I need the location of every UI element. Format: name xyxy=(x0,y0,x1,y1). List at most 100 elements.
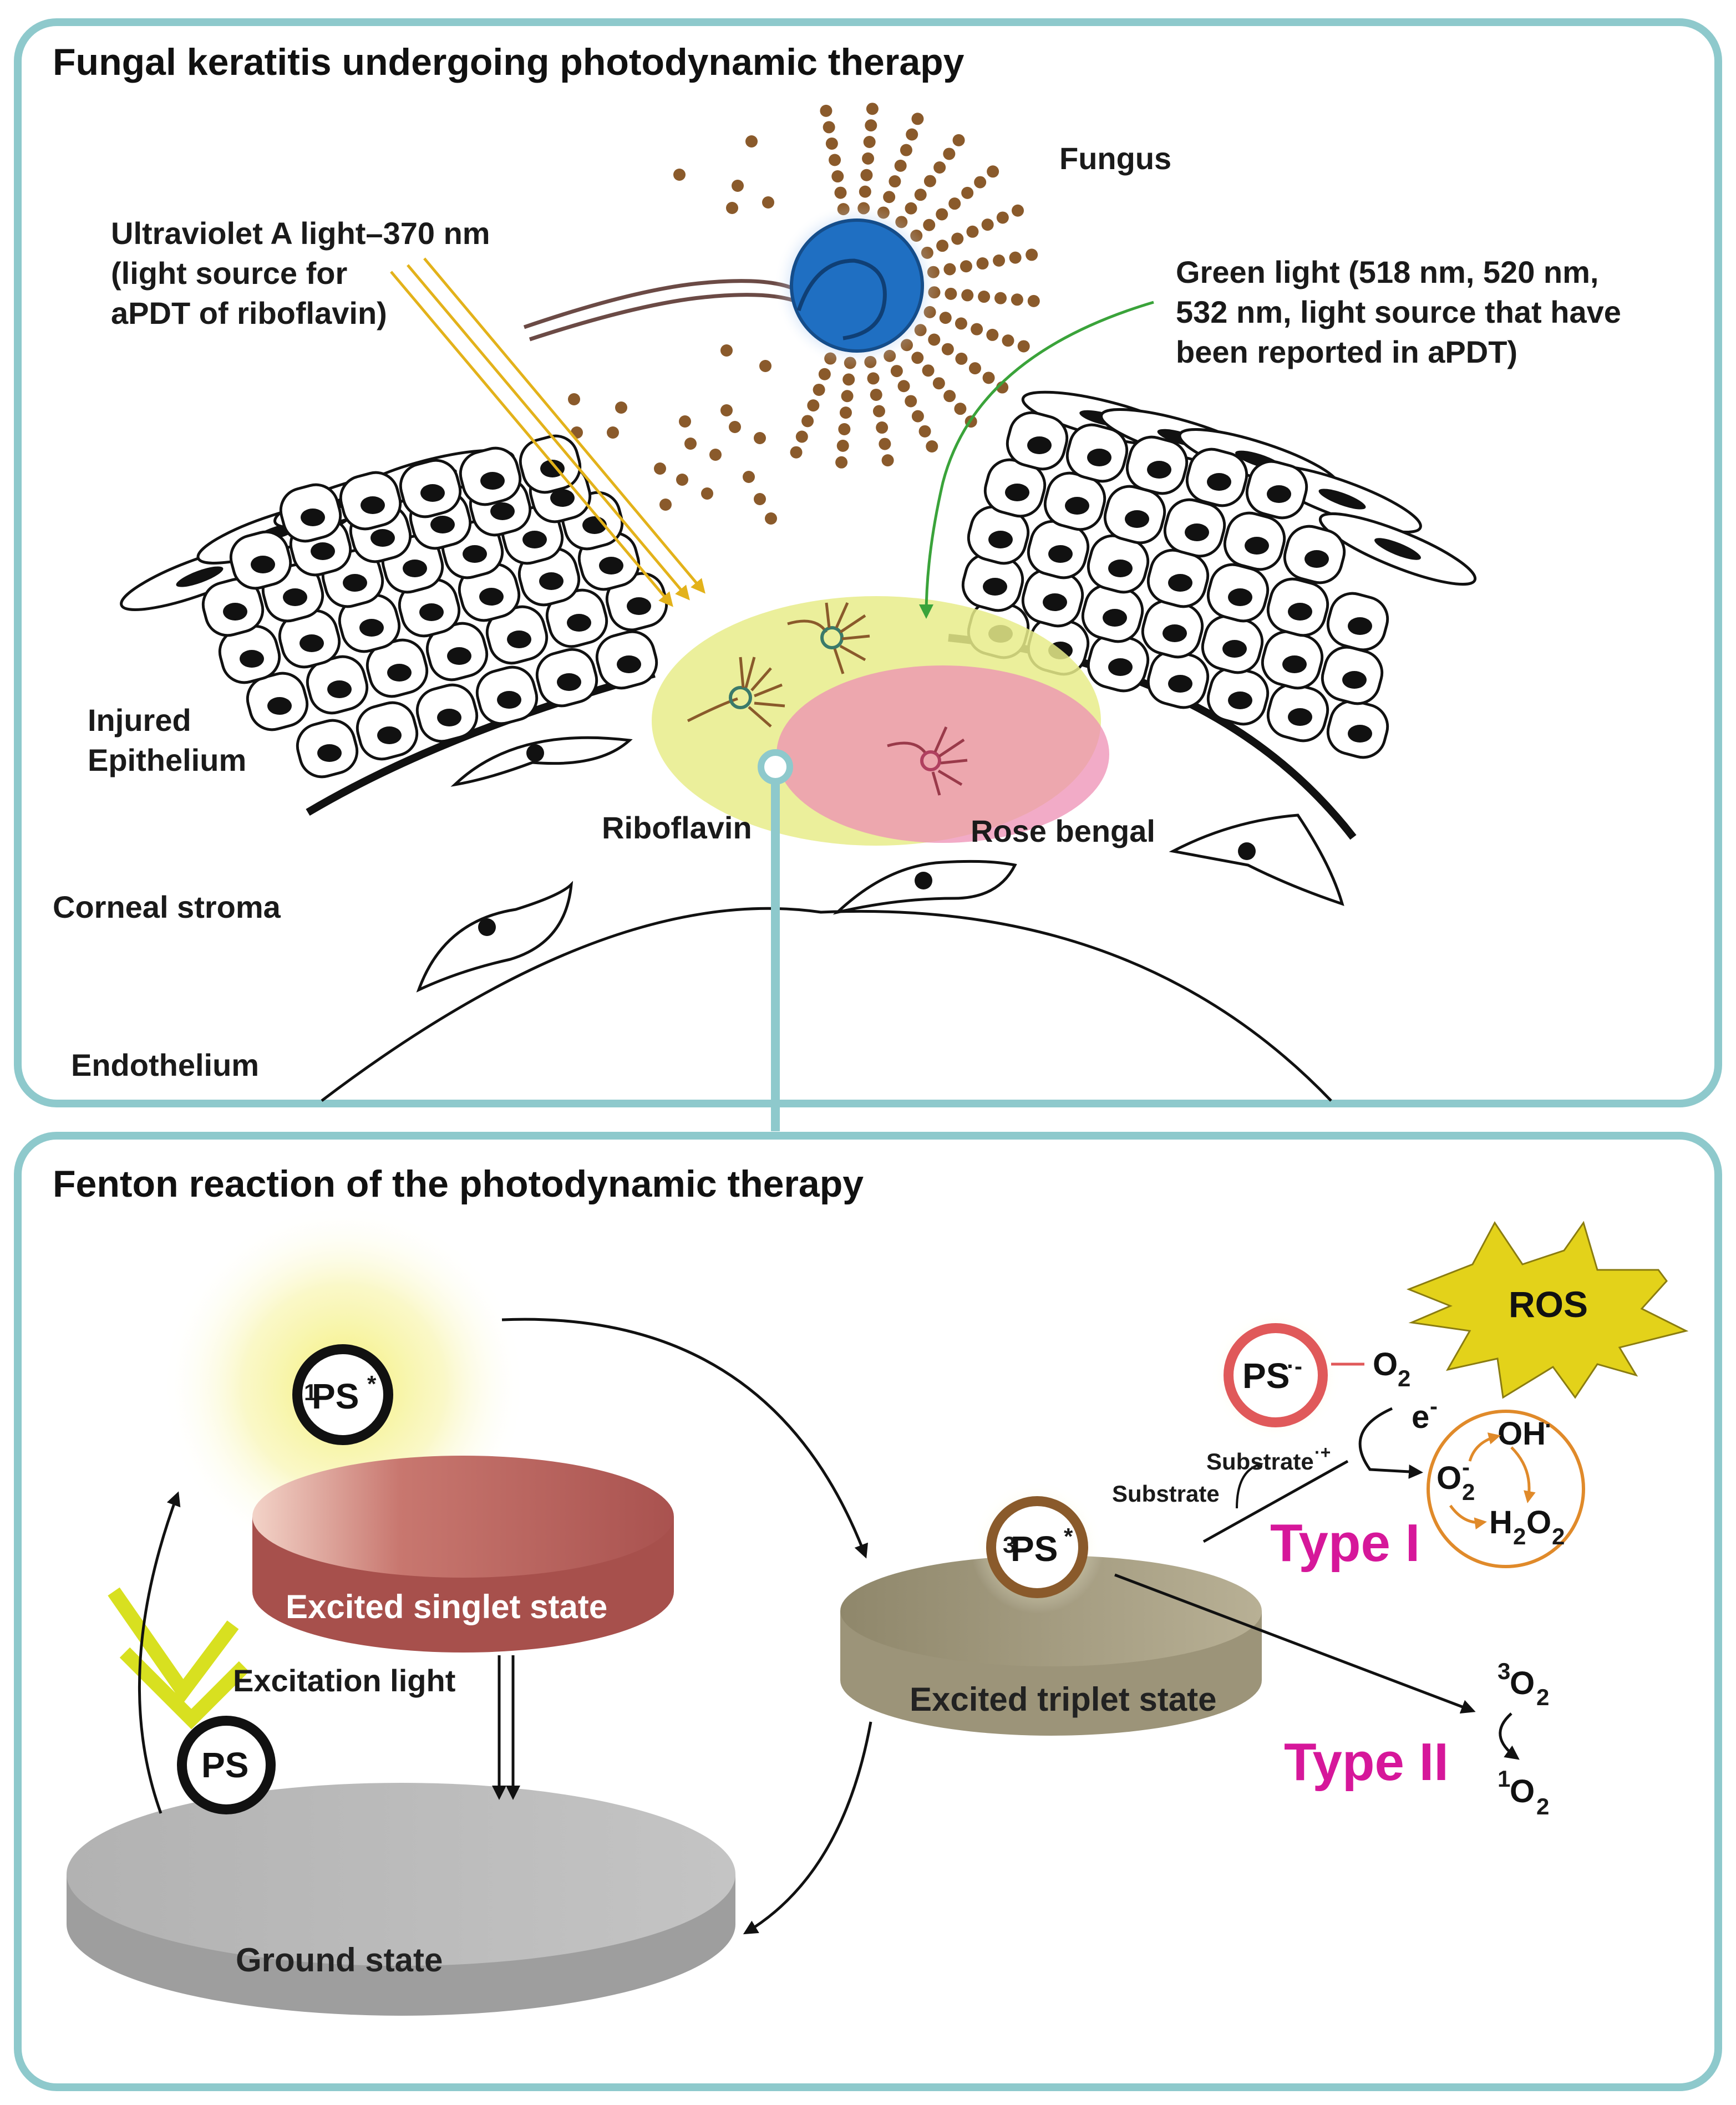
svg-text:PS: PS xyxy=(1242,1356,1290,1396)
substrate-label: Substrate xyxy=(1112,1481,1220,1507)
svg-text:*: * xyxy=(1064,1523,1073,1549)
svg-text:O: O xyxy=(1510,1665,1535,1701)
conidium xyxy=(994,292,1007,304)
ground-state-disk xyxy=(67,1783,735,2016)
epithelial-cell xyxy=(1326,592,1389,652)
injured-label-line1: Injured xyxy=(88,703,191,738)
conidium xyxy=(866,103,879,115)
conidium xyxy=(860,169,873,181)
svg-text:·+: ·+ xyxy=(1314,1442,1331,1462)
epithelial-cell xyxy=(1125,435,1189,495)
epithelial-cell xyxy=(278,609,341,669)
svg-text:2: 2 xyxy=(1513,1523,1526,1549)
conidium xyxy=(951,232,964,245)
conidium xyxy=(933,161,946,174)
svg-text:e: e xyxy=(1412,1399,1429,1435)
conidium xyxy=(842,373,855,386)
conidium xyxy=(914,189,927,201)
conidium xyxy=(897,380,910,393)
keratocyte-3 xyxy=(833,860,1017,915)
spore xyxy=(762,196,774,209)
conidium xyxy=(831,170,844,183)
conidium xyxy=(1011,293,1023,306)
svg-text:2: 2 xyxy=(1462,1479,1475,1505)
spores xyxy=(568,135,777,525)
epithelial-cell xyxy=(399,459,462,518)
epithelial-cell xyxy=(1223,511,1286,571)
singlet-state-label: Excited singlet state xyxy=(286,1588,607,1625)
epithelial-cell xyxy=(1321,645,1384,705)
keratocyte-2 xyxy=(416,881,573,993)
excitation-light-icon xyxy=(108,1587,250,1730)
epithelial-cell xyxy=(961,552,1024,612)
conidium xyxy=(996,211,1009,224)
uva-label-line3: aPDT of riboflavin) xyxy=(111,296,387,331)
svg-text:O: O xyxy=(1526,1504,1551,1540)
small-fungus-1 xyxy=(687,657,785,728)
conidium xyxy=(918,425,931,438)
conidium xyxy=(952,134,965,146)
injured-label-line2: Epithelium xyxy=(88,743,246,777)
excited-singlet-disk xyxy=(252,1456,674,1653)
conidium xyxy=(948,197,961,210)
epithelial-cell xyxy=(1163,498,1226,558)
epithelial-cell xyxy=(1027,520,1090,579)
spore xyxy=(765,512,777,525)
epithelial-cell xyxy=(459,446,522,506)
svg-text:-: - xyxy=(1462,1454,1470,1480)
epithelial-cell xyxy=(339,471,402,531)
epithelial-cell xyxy=(218,624,281,684)
conidium xyxy=(941,343,954,355)
small-fungus-2 xyxy=(787,602,870,674)
conidium xyxy=(974,176,987,189)
conidium xyxy=(905,395,917,408)
type2-label: Type II xyxy=(1284,1732,1449,1792)
triplet-oxygen-label: 3 O 2 xyxy=(1498,1658,1549,1710)
conidium xyxy=(795,430,808,443)
svg-text:Substrate: Substrate xyxy=(1206,1448,1314,1474)
svg-text:3: 3 xyxy=(1003,1532,1016,1558)
conidium xyxy=(823,121,835,134)
svg-text:O: O xyxy=(1436,1460,1461,1496)
conidium xyxy=(936,240,949,252)
epithelial-cell xyxy=(983,458,1047,518)
connector-node xyxy=(758,749,793,785)
conidium xyxy=(939,312,952,324)
electron-label: e - xyxy=(1412,1393,1438,1435)
absorption-arrow xyxy=(138,1491,181,1814)
spore xyxy=(679,415,691,428)
cycle-arrow-2 xyxy=(1510,1446,1536,1503)
spore xyxy=(745,135,758,148)
spore xyxy=(754,432,766,444)
conidium xyxy=(961,186,974,199)
svg-text:O: O xyxy=(1373,1346,1398,1382)
fungus-hypha xyxy=(523,279,794,329)
conidium xyxy=(911,410,924,423)
conidium xyxy=(928,333,941,346)
svg-text:2: 2 xyxy=(1552,1523,1565,1549)
epithelial-cell xyxy=(967,505,1030,565)
conidium xyxy=(801,415,814,428)
green-label-line3: been reported in aPDT) xyxy=(1176,334,1517,369)
epithelial-cell xyxy=(1283,525,1346,584)
epithelial-cells-left xyxy=(120,434,668,779)
riboflavin-label: Riboflavin xyxy=(602,810,752,845)
uva-light-rays xyxy=(390,257,705,607)
conidium xyxy=(863,135,876,148)
conidium xyxy=(872,405,885,418)
hydroxyl-label: OH · xyxy=(1498,1412,1552,1452)
conidium xyxy=(839,406,852,419)
keratocyte-1 xyxy=(450,736,633,787)
epithelial-cell xyxy=(1146,649,1210,709)
ground-state-label: Ground state xyxy=(236,1941,443,1979)
intersystem-crossing-arrow xyxy=(501,1318,868,1559)
conidium xyxy=(986,328,999,341)
conidium xyxy=(955,352,968,365)
conidium xyxy=(943,148,956,160)
conidium xyxy=(894,159,907,172)
conidium xyxy=(818,368,831,380)
conidium xyxy=(993,254,1006,267)
epithelial-cell xyxy=(201,577,265,637)
conidium xyxy=(1002,334,1014,347)
spore xyxy=(673,169,686,181)
